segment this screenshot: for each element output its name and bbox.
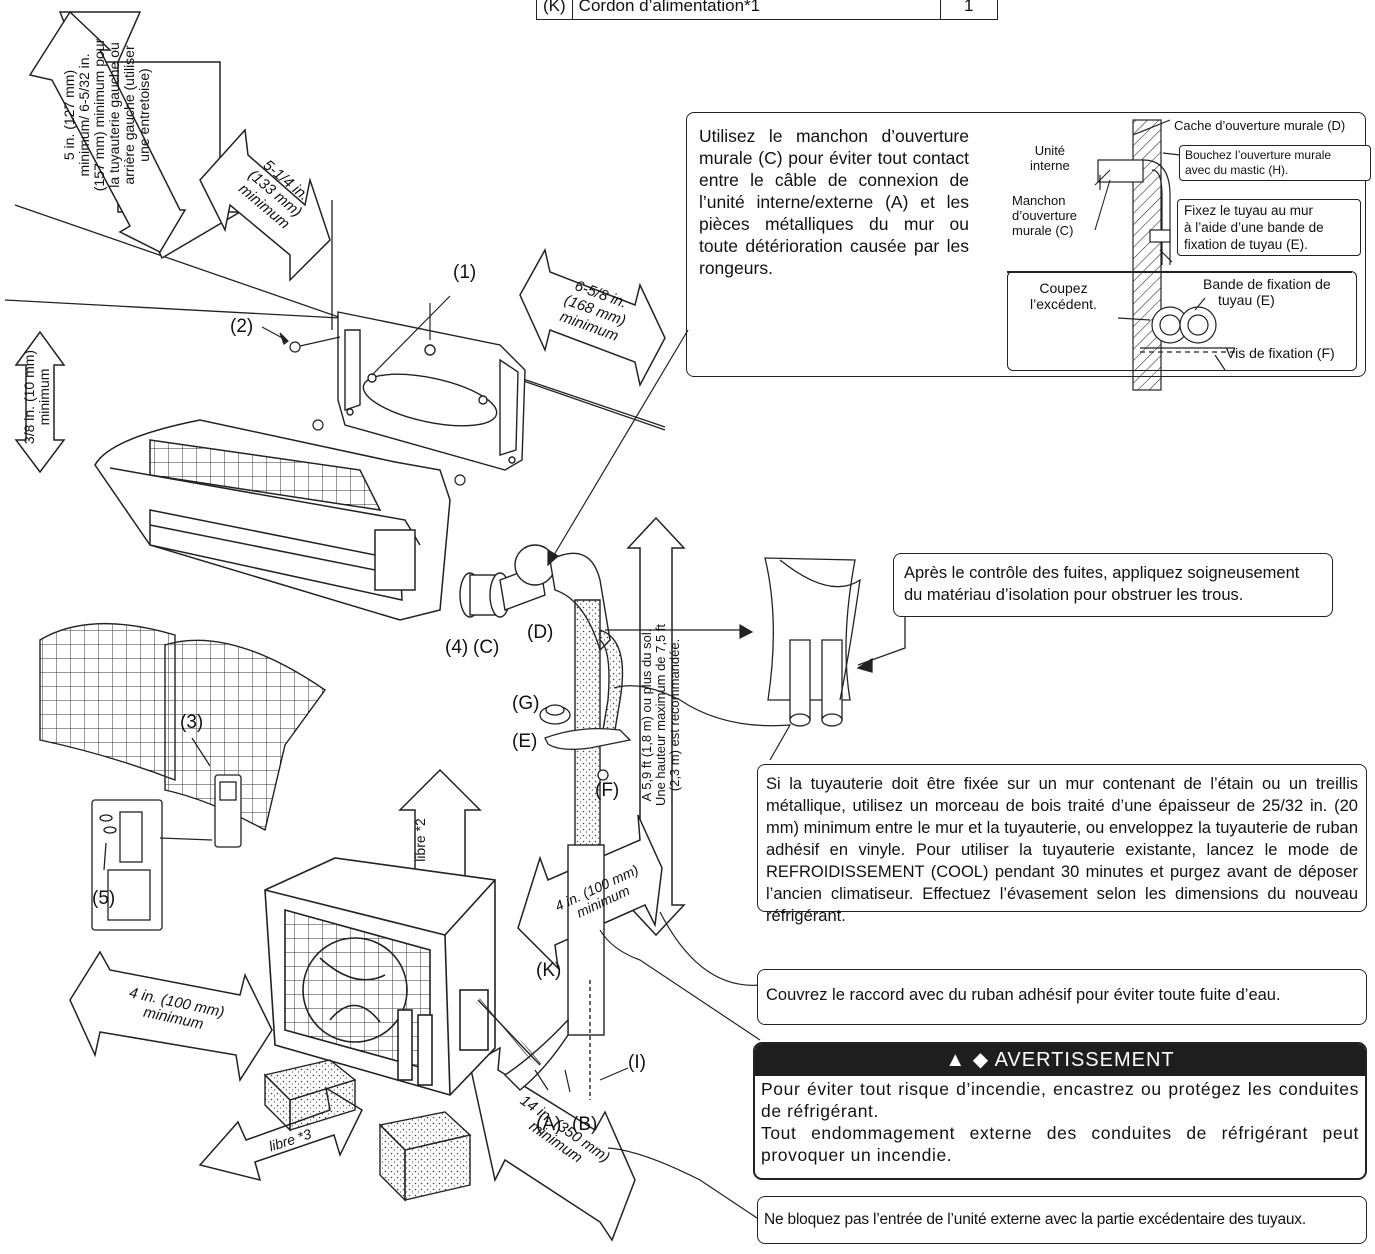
callout-k: (K) xyxy=(536,960,562,981)
sleeve-band-note-1: Fixez le tuyau au mur xyxy=(1184,203,1314,218)
sleeve-mastic-note-2: avec du mastic (H). xyxy=(1185,163,1289,177)
part-code: (K) xyxy=(536,0,573,20)
label-clearance-top-left: 5 in. (127 mm) minimum/ 6-5/32 in. (157 … xyxy=(61,0,152,230)
air-filters xyxy=(39,623,326,832)
clearance-arrow-outdoor-bottom xyxy=(198,1086,363,1182)
sleeve-sleeve-label-1: Manchon xyxy=(1012,193,1066,208)
screws xyxy=(261,295,466,486)
sleeve-sleeve-label-3: murale (C) xyxy=(1012,223,1074,238)
piping-note: Si la tuyauterie doit être fixée sur un … xyxy=(757,764,1367,925)
sleeve-sleeve-label: Manchon d’ouverture murale (C) xyxy=(1012,193,1077,238)
parts-table-row: (K) Cordon d’alimentation*1 1 xyxy=(536,0,998,20)
warning-triangle-icon: ▲ xyxy=(945,1049,967,1071)
sleeve-band-label: Bande de fixation de tuyau (E) xyxy=(1203,276,1331,308)
sleeve-band-label-1: Bande de fixation de xyxy=(1203,276,1331,292)
callout-c: (C) xyxy=(473,637,500,658)
leader-lines xyxy=(534,329,792,1221)
clearance-ceiling-line1: 3/8 in. (10 mm) xyxy=(21,349,37,445)
sleeve-band-label-2: tuyau (E) xyxy=(1218,292,1275,308)
label-clearance-height: A 5,9 ft (1,8 m) ou plus du sol. Une hau… xyxy=(639,525,682,905)
callout-b: (B) xyxy=(572,1114,598,1135)
tape-note: Couvrez le raccord avec du ruban adhésif… xyxy=(757,969,1367,1025)
label-clearance-ceiling: 3/8 in. (10 mm) minimum xyxy=(21,332,52,462)
clearance-arrow-outdoor-right xyxy=(469,1046,636,1242)
sleeve-band-note-2: à l’aide d’une bande de xyxy=(1184,220,1324,235)
clearance-arrow-outdoor-left xyxy=(69,950,273,1083)
warning-body: Pour éviter tout risque d’incendie, enca… xyxy=(761,1078,1359,1166)
callout-d: (D) xyxy=(527,622,554,643)
clearance-arrow-top-left-shape xyxy=(28,10,187,253)
callout-4: (4) xyxy=(445,637,469,658)
sleeve-mastic-note: Bouchez l’ouverture murale avec du masti… xyxy=(1179,145,1371,181)
sleeve-cover-label: Cache d’ouverture murale (D) xyxy=(1174,118,1346,133)
clearance-height-line2: Une hauteur maximum de 7,5 ft xyxy=(653,623,668,807)
clearance-top-left-line2: minimum/ 6-5/32 in. xyxy=(76,53,92,177)
piping-indoor xyxy=(459,544,624,1100)
mounting-plate xyxy=(337,311,526,471)
clearance-top-left-line6: une entretoise) xyxy=(136,68,152,162)
sleeve-unit-label: Unité interne xyxy=(1030,143,1070,173)
warning-header: ▲ ◆ AVERTISSEMENT xyxy=(755,1044,1365,1076)
clearance-height-line3: (2,3 m) est recommandée. xyxy=(667,638,682,792)
sleeve-screw-label: Vis de fixation (F) xyxy=(1226,345,1335,361)
outdoor-unit-blocks xyxy=(263,1059,472,1202)
sleeve-unit-label-1: Unité xyxy=(1034,143,1066,158)
power-cord xyxy=(475,997,543,1068)
sleeve-detail-leaders xyxy=(1094,169,1111,231)
insulation-note: Après le contrôle des fuites, appliquez … xyxy=(893,553,1333,617)
pipe-clip-g xyxy=(539,704,632,781)
part-name: Cordon d’alimentation*1 xyxy=(571,0,941,20)
sleeve-unit-label-2: interne xyxy=(1030,158,1070,173)
warning-line2: Tout endommagement externe des conduites… xyxy=(761,1123,1359,1165)
callout-3: (3) xyxy=(180,712,204,733)
clearance-arrow-top xyxy=(199,128,331,282)
sleeve-mastic-note-1: Bouchez l’ouverture murale xyxy=(1185,148,1332,162)
sleeve-band-note: Fixez le tuyau au mur à l’aide d’une ban… xyxy=(1177,199,1361,256)
sleeve-sleeve-label-2: d’ouverture xyxy=(1012,208,1078,223)
clearance-top-left-line5: arrière gauche (utiliser xyxy=(121,45,137,185)
callout-5: (5) xyxy=(92,888,116,909)
clearance-top-left-line1: 5 in. (127 mm) xyxy=(61,69,77,161)
warning-title: AVERTISSEMENT xyxy=(994,1049,1175,1071)
parts-table: (K) Cordon d’alimentation*1 1 xyxy=(536,0,998,20)
sleeve-cut-label: Coupez l’excédent. xyxy=(1030,280,1097,312)
callout-1: (1) xyxy=(453,262,477,283)
callout-a: (A) xyxy=(536,1114,562,1135)
callout-f: (F) xyxy=(595,780,620,801)
clearance-height-line1: A 5,9 ft (1,8 m) ou plus du sol. xyxy=(639,628,654,802)
sleeve-info-box: Utilisez le manchon d’ouverture murale (… xyxy=(686,112,1371,377)
label-clearance-outdoor-top: libre *2 xyxy=(412,818,428,862)
callout-i: (I) xyxy=(628,1052,646,1073)
indoor-unit xyxy=(94,419,451,621)
warning-box: ▲ ◆ AVERTISSEMENT Pour éviter tout risqu… xyxy=(753,1042,1367,1180)
sleeve-cut-label-1: Coupez xyxy=(1039,280,1088,296)
clearance-top-left-line4: la tuyauterie gauche ou xyxy=(106,42,122,188)
clearance-arrow-ceiling xyxy=(14,330,66,474)
callout-e: (E) xyxy=(512,731,538,752)
clearance-ceiling-line2: minimum xyxy=(36,368,52,426)
sleeve-bottom-inset: Coupez l’excédent. Bande de fixation de … xyxy=(1007,271,1357,371)
warning-line1: Pour éviter tout risque d’incendie, enca… xyxy=(761,1079,1359,1121)
clearance-arrow-top-left xyxy=(58,11,243,260)
remote-controller-group xyxy=(91,737,242,931)
callout-g: (G) xyxy=(512,693,540,714)
clearance-arrow-right xyxy=(519,247,666,388)
intake-note: Ne bloquez pas l’entrée de l’unité exter… xyxy=(757,1196,1367,1244)
sleeve-info-text: Utilisez le manchon d’ouverture murale (… xyxy=(699,126,969,278)
part-qty: 1 xyxy=(939,0,998,20)
sleeve-cut-label-2: l’excédent. xyxy=(1030,296,1097,312)
fire-icon: ◆ xyxy=(972,1049,990,1071)
outdoor-unit xyxy=(264,857,496,1096)
sleeve-band-note-3: fixation de tuyau (E). xyxy=(1184,237,1308,252)
sleeve-detail-drawing xyxy=(1007,119,1352,391)
clearance-top-left-line3: (157 mm) minimum pour xyxy=(91,38,107,192)
insulation-detail xyxy=(764,557,906,727)
callout-2: (2) xyxy=(230,316,254,337)
